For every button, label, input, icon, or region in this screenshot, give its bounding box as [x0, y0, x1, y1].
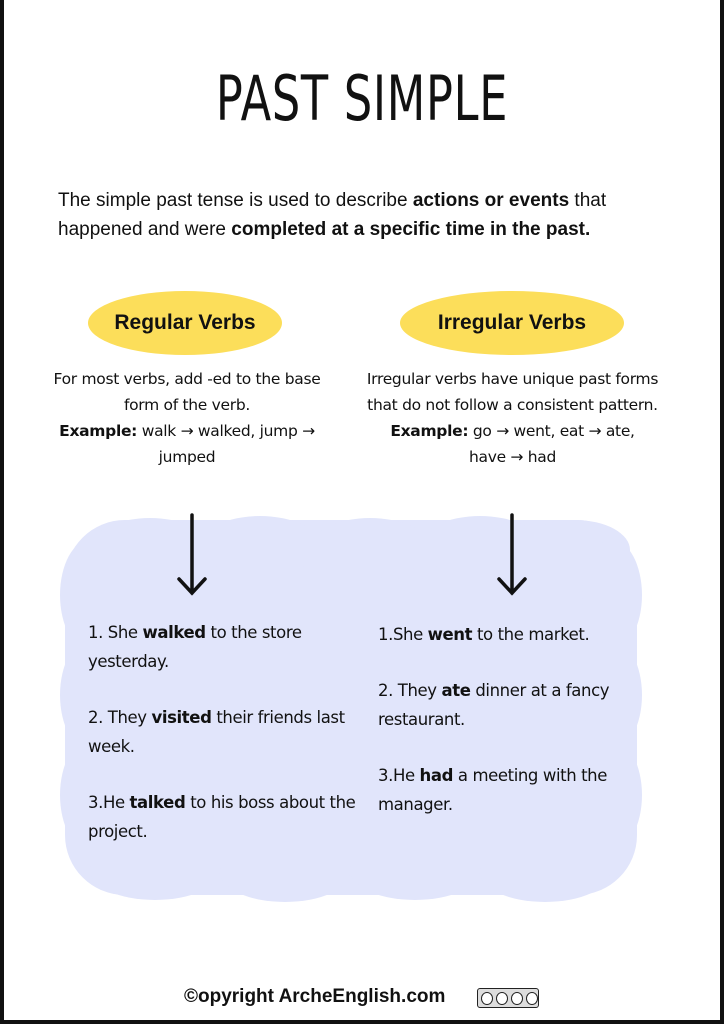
intro-text: that happened and were: [58, 190, 607, 240]
example-sentence: 2. They visited their friends last week.: [88, 708, 345, 756]
example-text: walk → walked, jump → jumped: [137, 422, 315, 466]
example-sentence: 1.She went to the market.: [378, 625, 590, 644]
arrow-down-icon: [177, 513, 207, 596]
example-sentence: 1. She walked to the store yesterday.: [88, 623, 302, 671]
regular-examples-list: 1. She walked to the store yesterday. 2.…: [88, 618, 358, 873]
example-label: Example:: [390, 422, 469, 440]
irregular-desc-text: Irregular verbs have unique past forms t…: [366, 370, 659, 414]
irregular-examples-list: 1.She went to the market. 2. They ate di…: [378, 620, 638, 846]
irregular-verbs-heading: Irregular Verbs: [400, 291, 624, 355]
arrow-down-icon: [497, 513, 527, 596]
regular-verbs-heading: Regular Verbs: [88, 291, 282, 355]
page-title: PAST SIMPLE: [215, 62, 509, 135]
example-sentence: 2. They ate dinner at a fancy restaurant…: [378, 681, 610, 729]
intro-paragraph: The simple past tense is used to describ…: [58, 186, 668, 244]
irregular-example: Example: go → went, eat → ate, have → ha…: [345, 418, 680, 470]
regular-description: For most verbs, add -ed to the base form…: [52, 366, 322, 470]
regular-desc-text: For most verbs, add -ed to the base form…: [53, 370, 321, 414]
example-text: go → went, eat → ate, have → had: [468, 422, 635, 466]
example-label: Example:: [59, 422, 138, 440]
cc-by-nc-nd-icon: [477, 988, 539, 1008]
intro-bold: completed at a specific time in the past…: [231, 219, 591, 240]
example-sentence: 3.He had a meeting with the manager.: [378, 766, 607, 814]
intro-bold: actions or events: [412, 190, 570, 211]
irregular-description: Irregular verbs have unique past forms t…: [345, 366, 680, 470]
copyright-text: ©opyright ArcheEnglish.com: [184, 986, 446, 1007]
example-sentence: 3.He talked to his boss about the projec…: [88, 793, 356, 841]
regular-example: Example: walk → walked, jump → jumped: [52, 418, 322, 470]
intro-text: The simple past tense is used to describ…: [58, 190, 413, 211]
